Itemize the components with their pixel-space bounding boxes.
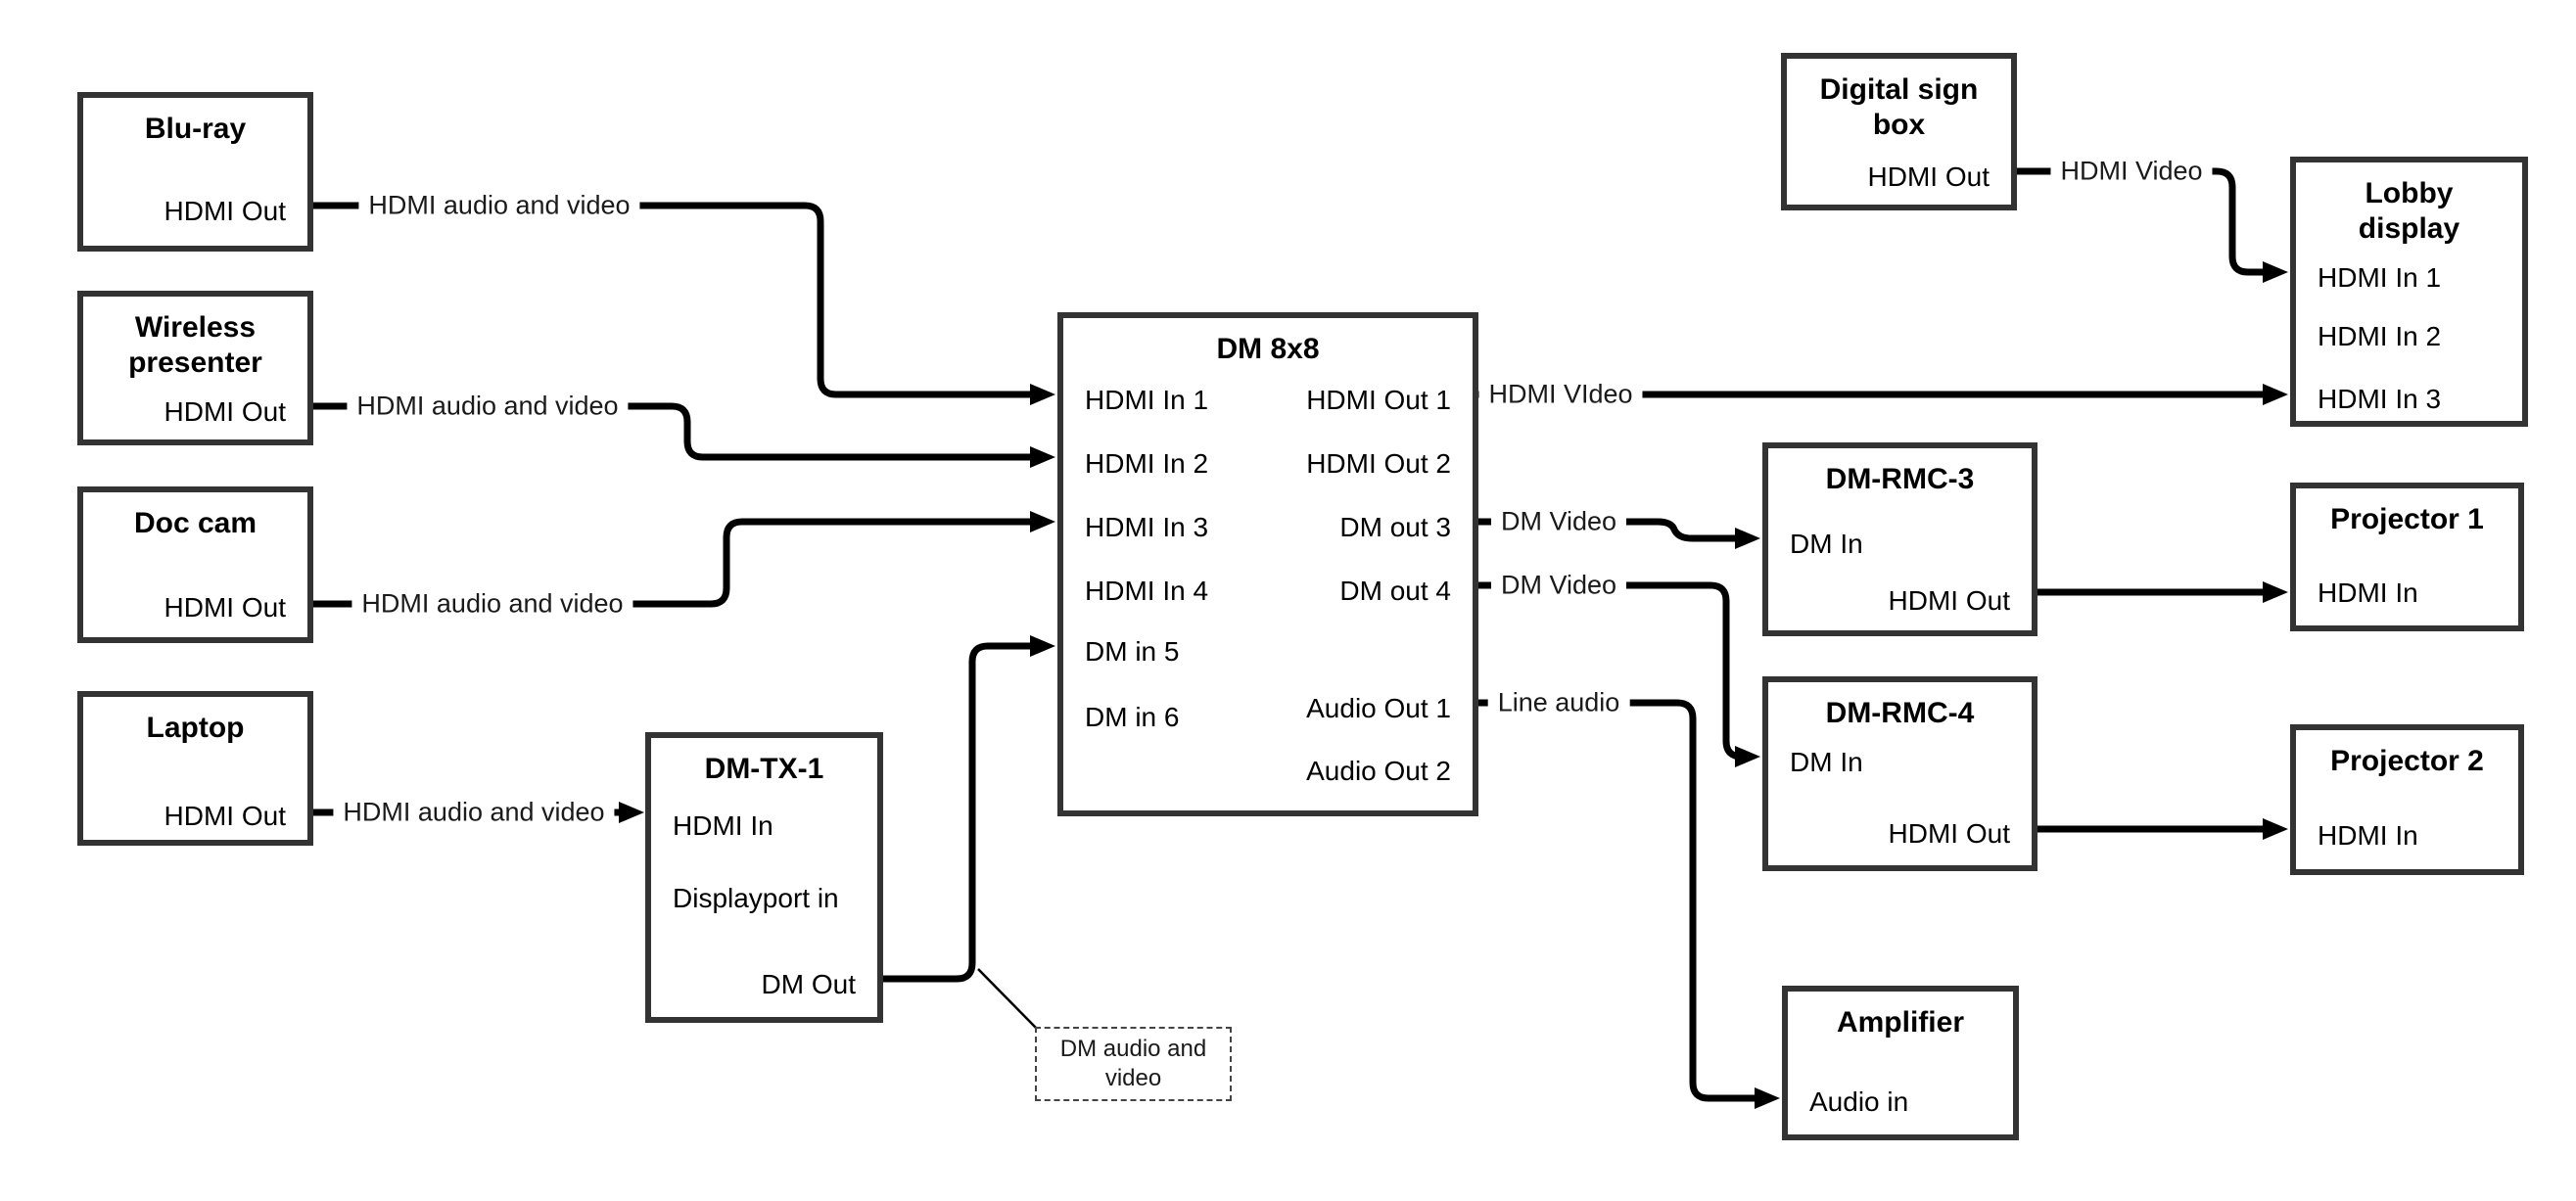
edge-label-hdmi-av-wireless: HDMI audio and video [347,391,629,422]
callout-leader-line [977,968,1037,1029]
port-hdmi-in: HDMI In [673,810,773,841]
node-laptop: Laptop HDMI Out [77,691,313,846]
port-hdmi-out: HDMI Out [164,592,286,623]
edge-label-hdmi-av-doccam: HDMI audio and video [351,588,633,620]
node-title: DM-RMC-3 [1825,463,1975,495]
node-title: Projector 2 [2330,745,2484,777]
port-hdmi-out: HDMI Out [1867,162,1990,192]
node-title: Laptop [146,712,245,744]
node-title: DM-RMC-4 [1825,697,1975,729]
node-blu-ray: Blu-ray HDMI Out [77,92,313,252]
port-hdmi-out: HDMI Out [164,801,286,831]
edge-label-hdmi-av-bluray: HDMI audio and video [358,190,640,221]
node-wireless-presenter: Wireless presenter HDMI Out [77,291,313,445]
port-hdmi-in-3: HDMI In 3 [2318,384,2442,414]
port-audio-in: Audio in [1809,1086,1909,1117]
node-title: Blu-ray [144,113,247,145]
edge-dm8x8-rmc4 [1478,581,1743,761]
port-hdmi-in-2: HDMI In 2 [2318,321,2442,351]
node-doc-cam: Doc cam HDMI Out [77,486,313,643]
node-title: Digital sign box [1819,73,1979,141]
node-title: DM 8x8 [1216,333,1320,365]
node-projector-1: Projector 1 HDMI In [2290,483,2524,631]
node-title: Lobby display [2358,177,2460,245]
arrowhead-in3 [1030,511,1055,532]
edge-doccam-dm8x8 [313,518,1034,608]
edge-bluray-dm8x8 [313,202,1034,398]
arrowhead-in5 [1030,635,1055,657]
node-digital-sign-box: Digital sign box HDMI Out [1781,53,2017,210]
node-title: Doc cam [133,507,258,539]
node-amplifier: Amplifier Audio in [1782,986,2019,1140]
port-dm-in: DM In [1790,747,1863,777]
edge-label-line-audio: Line audio [1487,687,1630,718]
edge-label-hdmi-av-laptop: HDMI audio and video [333,797,615,828]
port-audio-out-2: Audio Out 2 [1306,756,1451,786]
port-dm-in-6: DM in 6 [1085,702,1180,732]
port-hdmi-in: HDMI In [2318,820,2418,851]
port-dm-in-5: DM in 5 [1085,636,1180,667]
port-hdmi-in-4: HDMI In 4 [1085,576,1209,606]
callout-dm-audio-video: DM audio and video [1035,1027,1232,1101]
port-dm-out-3: DM out 3 [1339,512,1451,542]
port-dm-out-4: DM out 4 [1339,576,1451,606]
edge-label-hdmi-video-sign: HDMI Video [2050,156,2213,187]
port-hdmi-out: HDMI Out [164,396,286,427]
arrowhead-in2 [1030,446,1055,468]
arrowhead-amp [1755,1087,1780,1109]
arrowhead-rmc4 [1735,746,1760,767]
callout-text: DM audio and video [1059,1036,1207,1091]
port-displayport-in: Displayport in [673,883,839,913]
arrowhead-rmc3 [1735,528,1760,549]
edge-dm8x8-rmc3 [1478,518,1739,542]
arrowhead-dmtx1 [619,802,644,823]
port-audio-out-1: Audio Out 1 [1306,693,1451,723]
arrowhead-proj2 [2263,818,2288,840]
port-hdmi-out-2: HDMI Out 2 [1306,448,1451,479]
arrowhead-proj1 [2263,581,2288,603]
port-hdmi-out: HDMI Out [164,196,286,226]
node-dm-rmc-3: DM-RMC-3 DM In HDMI Out [1762,442,2037,636]
port-hdmi-out: HDMI Out [1888,585,2010,616]
arrowhead-lobby-in3 [2263,384,2288,405]
arrowhead-in1 [1030,384,1055,405]
port-hdmi-in-1: HDMI In 1 [2318,262,2442,293]
edge-dmtx1-dm8x8 [882,642,1034,983]
port-hdmi-in-3: HDMI In 3 [1085,512,1209,542]
port-dm-out: DM Out [761,969,856,999]
node-title: DM-TX-1 [704,753,824,785]
edge-dm8x8-amp [1478,699,1758,1102]
edge-label-hdmi-video-long: HDMI VIdeo [1478,379,1643,410]
node-lobby-display: Lobby display HDMI In 1 HDMI In 2 HDMI I… [2290,157,2528,427]
edge-wireless-dm8x8 [313,402,1034,461]
port-dm-in: DM In [1790,529,1863,559]
port-hdmi-in-2: HDMI In 2 [1085,448,1209,479]
edge-sign-lobby [2017,167,2267,276]
node-projector-2: Projector 2 HDMI In [2290,724,2524,875]
node-dm-rmc-4: DM-RMC-4 DM In HDMI Out [1762,676,2037,871]
node-title: Amplifier [1836,1006,1964,1039]
port-hdmi-out: HDMI Out [1888,818,2010,849]
node-title: Wireless presenter [128,311,262,379]
port-hdmi-out-1: HDMI Out 1 [1306,385,1451,415]
port-hdmi-in: HDMI In [2318,577,2418,608]
edge-label-dm-video-3: DM Video [1490,506,1627,537]
node-title: Projector 1 [2330,503,2484,535]
port-hdmi-in-1: HDMI In 1 [1085,385,1209,415]
edge-label-dm-video-4: DM Video [1490,570,1627,601]
node-dm-tx-1: DM-TX-1 HDMI In Displayport in DM Out [645,732,883,1023]
arrowhead-lobby-in1 [2263,261,2288,283]
node-dm-8x8: DM 8x8 HDMI In 1 HDMI In 2 HDMI In 3 HDM… [1057,312,1478,816]
